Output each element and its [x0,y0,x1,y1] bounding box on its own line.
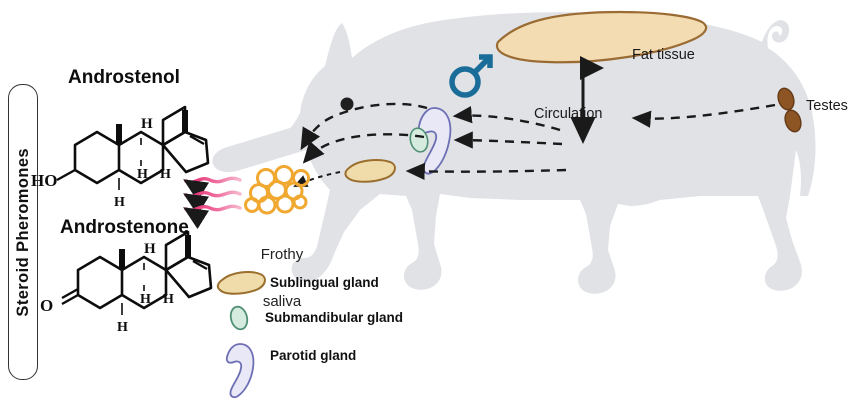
legend-label-sublingual: Sublingual gland [270,275,379,290]
pheromone-waves [183,176,242,230]
circulation-label: Circulation [534,106,603,122]
frothy-saliva-label: Frothy saliva [243,215,321,342]
flow-circulation-to-parotid [452,106,561,132]
flow-testes-to-circulation [631,103,776,128]
pig-eye-icon [340,97,354,111]
submandibular-gland-shape [409,127,429,153]
svg-text:H: H [141,116,153,132]
testes-shape [777,87,802,133]
fat-tissue-shape [495,10,708,64]
androstenol-title: Androstenol [68,67,180,88]
androstenone-structure: O H H H H [40,230,213,335]
svg-text:H: H [114,195,125,210]
flow-submandibular-to-snout [302,133,425,164]
flow-circulation-to-submandibular [453,131,563,149]
androstenone-title: Androstenone [60,217,189,238]
parotid-gland-shape [417,107,452,175]
legend-icon-sublingual [216,271,266,295]
flow-parotid-to-snout [300,102,428,151]
svg-text:H: H [163,292,174,307]
svg-text:H: H [144,241,156,257]
legend-icon-submandibular [229,305,249,331]
svg-text:O: O [40,296,53,315]
pig-silhouette [212,12,816,294]
testes-label: Testes [806,98,848,114]
frothy-saliva-line2: saliva [262,293,302,311]
svg-text:H: H [160,167,171,182]
steroid-pheromones-label: Steroid Pheromones [8,84,38,380]
flow-arrows [300,102,776,181]
steroid-pheromones-text: Steroid Pheromones [13,147,32,317]
fat-tissue-label: Fat tissue [632,47,695,63]
sublingual-gland-shape [344,159,396,183]
legend-icon-parotid [225,343,255,399]
svg-text:H: H [140,292,151,307]
legend-label-submandibular: Submandibular gland [265,310,404,325]
svg-text:H: H [137,167,148,182]
androstenol-structure: HO H H H H [31,105,210,210]
flow-circulation-to-sublingual [405,162,567,181]
svg-text:H: H [117,320,128,335]
legend-label-parotid: Parotid gland [270,348,357,363]
steroid-pheromones-box [8,84,38,380]
male-mars-symbol-icon [449,54,493,98]
frothy-saliva-line1: Frothy [260,245,304,263]
frothy-saliva-bubbles [244,165,310,215]
